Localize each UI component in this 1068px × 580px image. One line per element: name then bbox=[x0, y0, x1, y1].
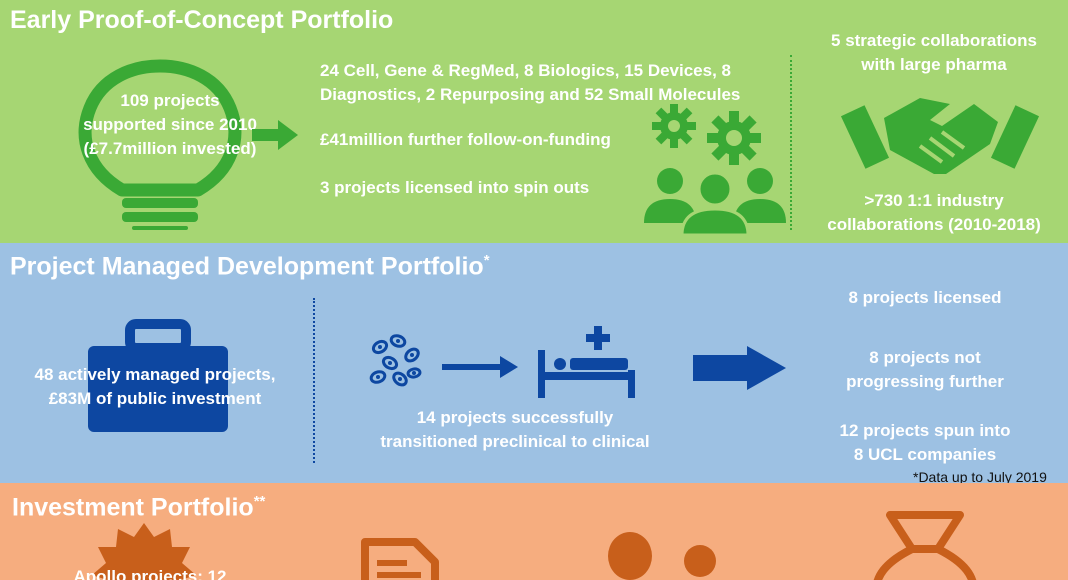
project-breakdown: 24 Cell, Gene & RegMed, 8 Biologics, 15 … bbox=[320, 59, 790, 107]
active-projects: 48 actively managed projects, £83M of pu… bbox=[10, 363, 300, 411]
document-icon bbox=[361, 538, 439, 580]
people-group-icon bbox=[644, 168, 786, 237]
industry-line2: collaborations (2010-2018) bbox=[827, 215, 1041, 234]
projects-since: supported since 2010 bbox=[83, 115, 257, 134]
not-prog-line1: 8 projects not bbox=[869, 348, 981, 367]
early-poc-title: Early Proof-of-Concept Portfolio bbox=[10, 6, 394, 34]
investment-title-text: Investment Portfolio bbox=[12, 493, 254, 522]
active-line1: 48 actively managed projects, bbox=[34, 365, 276, 384]
spun-line1: 12 projects spun into bbox=[839, 421, 1011, 440]
pharma-line2: with large pharma bbox=[861, 55, 1007, 74]
managed-dev-title-text: Project Managed Development Portfolio bbox=[10, 252, 484, 281]
pharma-line1: 5 strategic collaborations bbox=[831, 31, 1037, 50]
title-asterisk: * bbox=[483, 252, 490, 269]
transition-line1: 14 projects successfully bbox=[416, 408, 614, 427]
active-line2: £83M of public investment bbox=[48, 389, 262, 408]
transition-line2: transitioned preclinical to clinical bbox=[380, 432, 650, 451]
projects-licensed: 8 projects licensed bbox=[848, 288, 1002, 307]
managed-dev-panel: Project Managed Development Portfolio* 4… bbox=[0, 243, 1068, 483]
money-bag-icon bbox=[873, 511, 977, 580]
arrow-right-icon bbox=[442, 356, 518, 378]
projects-not-progressing: 8 projects not progressing further bbox=[795, 346, 1055, 394]
breakdown-line2: Diagnostics, 2 Repurposing and 52 Small … bbox=[320, 85, 741, 104]
divider bbox=[313, 298, 315, 463]
preclinical-transition: 14 projects successfully transitioned pr… bbox=[340, 406, 690, 454]
big-arrow-icon bbox=[693, 346, 786, 390]
lightbulb-icon bbox=[78, 59, 242, 230]
projects-spun-out: 12 projects spun into 8 UCL companies bbox=[795, 419, 1055, 467]
licensed-spinouts: 3 projects licensed into spin outs bbox=[320, 178, 590, 197]
managed-dev-title: Project Managed Development Portfolio* bbox=[10, 252, 490, 281]
follow-on-funding: £41million further follow-on-funding bbox=[320, 130, 611, 149]
badge-icon bbox=[92, 523, 196, 580]
investment-panel: Investment Portfolio** Apollo projects: … bbox=[0, 483, 1068, 580]
projects-count: 109 projects bbox=[120, 91, 220, 110]
hospital-bed-icon bbox=[538, 326, 635, 398]
spun-line2: 8 UCL companies bbox=[853, 445, 997, 464]
apollo-projects: Apollo projects: 12 bbox=[73, 567, 227, 580]
title-asterisks: ** bbox=[253, 493, 266, 510]
industry-collaborations: >730 1:1 industry collaborations (2010-2… bbox=[800, 189, 1068, 237]
divider bbox=[790, 55, 792, 230]
data-footnote: *Data up to July 2019 bbox=[913, 469, 1047, 483]
projects-invested: (£7.7million invested) bbox=[83, 139, 257, 158]
projects-supported-text: 109 projects supported since 2010 (£7.7m… bbox=[40, 89, 300, 161]
investment-title: Investment Portfolio** bbox=[12, 493, 265, 522]
cells-icon bbox=[369, 334, 422, 387]
industry-line1: >730 1:1 industry bbox=[864, 191, 1004, 210]
people-icon bbox=[608, 532, 716, 580]
breakdown-line1: 24 Cell, Gene & RegMed, 8 Biologics, 15 … bbox=[320, 61, 731, 80]
handshake-icon bbox=[840, 98, 1040, 174]
early-poc-panel: Early Proof-of-Concept Portfolio 109 pro… bbox=[0, 0, 1068, 243]
gears-icon bbox=[652, 104, 761, 165]
arrow-right-icon bbox=[252, 120, 298, 150]
briefcase-icon bbox=[88, 319, 228, 432]
not-prog-line2: progressing further bbox=[846, 372, 1004, 391]
pharma-collaborations: 5 strategic collaborations with large ph… bbox=[800, 29, 1068, 77]
